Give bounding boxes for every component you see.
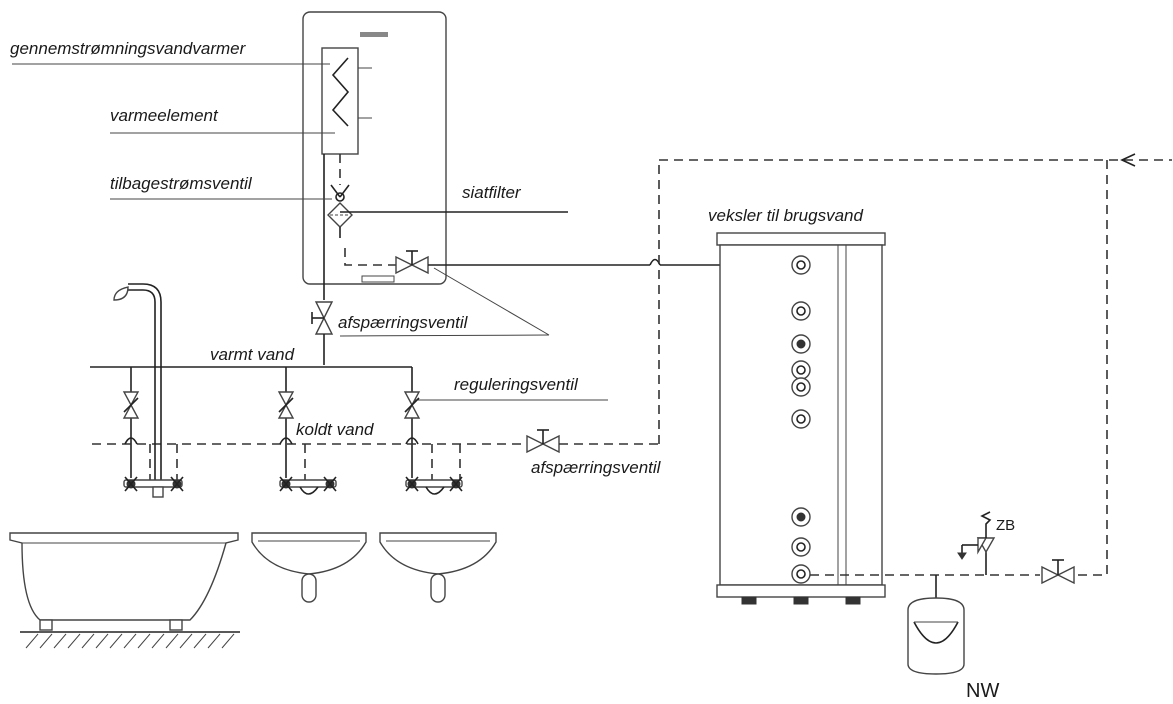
label-check-valve: tilbagestrømsventil (110, 174, 253, 193)
label-regulating-valve: reguleringsventil (454, 375, 579, 394)
label-heater: gennemstrømningsvandvarmer (10, 39, 247, 58)
mixer-tap-1-icon (123, 476, 184, 498)
heat-exchanger-tank (716, 232, 886, 605)
label-cold-water: koldt vand (296, 420, 374, 439)
tank-port (791, 301, 811, 321)
sink-2-icon (379, 532, 497, 603)
label-heating-element: varmeelement (110, 106, 219, 125)
mixer-tap-2-icon (279, 476, 337, 495)
water-heater-unit (302, 11, 447, 285)
label-shutoff-valve-top: afspærringsventil (338, 313, 469, 332)
mixer-tap-3-icon (405, 476, 463, 495)
tank-port (791, 377, 811, 397)
regulating-valve-2-icon (277, 391, 295, 419)
check-valve-icon (330, 184, 350, 202)
internal-valve-icon (395, 250, 429, 275)
label-filter: siatfilter (462, 183, 522, 202)
heating-coil-icon (331, 57, 350, 127)
tank-port (791, 564, 811, 584)
shutoff-valve-bottom-icon (526, 429, 560, 454)
bathtub-icon (9, 532, 240, 649)
safety-valve-icon (957, 511, 996, 560)
tank-port (791, 537, 811, 557)
regulating-valve-3-icon (403, 391, 421, 419)
tank-port (791, 409, 811, 429)
sink-1-icon (251, 532, 367, 603)
tank-port (791, 360, 811, 380)
label-leaders (12, 63, 608, 401)
tank-port (791, 255, 811, 275)
label-shutoff-valve-bottom: afspærringsventil (531, 458, 662, 477)
label-safety-valve: ZB (996, 517, 1015, 534)
expansion-vessel-icon (907, 597, 965, 675)
shower-head-icon (113, 283, 162, 480)
label-expansion-vessel: NW (966, 680, 999, 702)
return-valve-icon (1041, 559, 1075, 585)
tank-port (791, 334, 811, 354)
shutoff-valve-top-icon (311, 301, 334, 335)
label-exchanger: veksler til brugsvand (708, 206, 864, 225)
label-hot-water: varmt vand (210, 345, 295, 364)
regulating-valve-1-icon (122, 391, 140, 419)
tank-port (791, 507, 811, 527)
